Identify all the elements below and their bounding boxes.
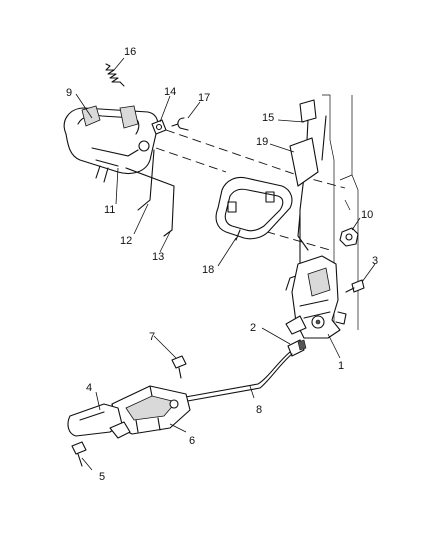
callout-14: 14 <box>164 86 176 98</box>
clip-part-17 <box>171 117 189 131</box>
callout-19: 19 <box>256 136 268 148</box>
screw-part-3 <box>345 279 365 293</box>
screw-part-5 <box>71 441 87 467</box>
callout-13: 13 <box>152 251 164 263</box>
callout-4: 4 <box>86 382 92 394</box>
callout-18: 18 <box>202 264 214 276</box>
callout-11: 11 <box>104 204 115 216</box>
callout-6: 6 <box>189 435 195 447</box>
inside-handle-part-4 <box>67 403 131 439</box>
callout-labels: 16 9 14 17 15 19 11 10 12 13 3 18 2 7 1 … <box>66 46 378 483</box>
callout-16: 16 <box>124 46 136 58</box>
rod-part-13 <box>125 167 175 237</box>
callout-1: 1 <box>338 360 344 372</box>
door-panel-edge <box>322 94 359 330</box>
spring-part-16 <box>105 63 125 87</box>
gasket-part-18 <box>215 176 293 241</box>
callout-12: 12 <box>120 235 132 247</box>
outside-handle-part-9 <box>63 105 159 183</box>
callout-10: 10 <box>361 209 373 221</box>
callout-5: 5 <box>99 471 105 483</box>
cable-end-part-2 <box>287 339 307 357</box>
callout-17: 17 <box>198 92 210 104</box>
callout-9: 9 <box>66 87 72 99</box>
grommet-part-10 <box>339 227 359 247</box>
callout-3: 3 <box>372 255 378 267</box>
screw-part-7 <box>171 355 187 379</box>
release-cable-part-8 <box>179 351 293 403</box>
callout-2: 2 <box>250 322 256 334</box>
callout-7: 7 <box>149 331 155 343</box>
shield-part-19 <box>289 137 319 187</box>
leader-lines <box>75 57 376 471</box>
callout-8: 8 <box>256 404 262 416</box>
callout-15: 15 <box>262 112 274 124</box>
latch-assembly-part-1 <box>285 213 347 339</box>
rod-part-12 <box>137 149 155 211</box>
